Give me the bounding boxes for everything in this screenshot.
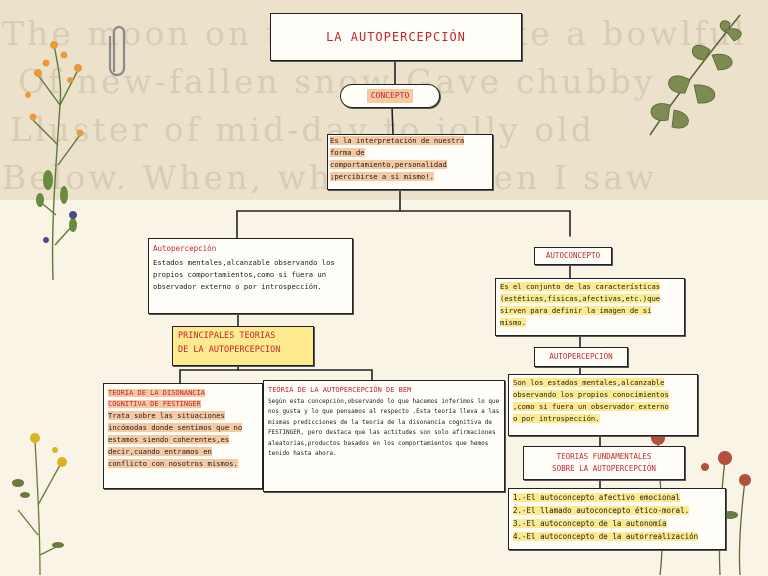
fundamentales-line: TEORIAS FUNDAMENTALES <box>556 452 652 461</box>
autopercepcion-right-line: Son los estados mentales,alcanzable <box>513 378 665 387</box>
bem-text: Según esta concepción,observando lo que … <box>268 397 500 458</box>
teorias-fundamentales-box: TEORIAS FUNDAMENTALES SOBRE LA AUTOPERCE… <box>523 446 685 480</box>
disonancia-line: Trata sobre las situaciones <box>108 411 225 420</box>
concepto-definition-box: Es la interpretación de nuestra forma de… <box>327 134 493 190</box>
bem-box: TEORIA DE LA AUTOPERCEPCIÓN DE BEM Según… <box>263 380 505 492</box>
autoconcepto-label-box: AUTOCONCEPTO <box>534 247 612 265</box>
autopercepcion-right-definition-box: Son los estados mentales,alcanzable obse… <box>508 374 698 436</box>
concepto-label: CONCEPTO <box>366 89 414 103</box>
autopercepcion-left-heading: Autopercepción <box>153 244 217 253</box>
disonancia-line: decir,cuando entramos en <box>108 447 212 456</box>
list-item: 2.-El llamado autoconcepto ético-moral. <box>513 506 690 515</box>
disonancia-line: estamos siendo coherentes,es <box>108 435 230 444</box>
principales-line: PRINCIPALES TEORIAS <box>178 331 276 341</box>
concepto-label-box: CONCEPTO <box>340 84 440 108</box>
title-text: LA AUTOPERCEPCIÓN <box>326 30 466 44</box>
background-text-line: Lluster of mid-day to jolly old <box>10 110 595 149</box>
disonancia-box: TEORIA DE LA DISONANCIA COGNITIVA DE FES… <box>103 383 263 489</box>
autoconcepto-definition-box: Es el conjunto de las características (e… <box>495 278 685 336</box>
autopercepcion-right-line: o por introspección. <box>513 414 600 423</box>
autoconcepto-line: mismo. <box>500 318 526 327</box>
autopercepcion-left-box: Autopercepción Estados mentales,alcanzab… <box>148 238 353 314</box>
bem-heading: TEORIA DE LA AUTOPERCEPCIÓN DE BEM <box>268 386 412 394</box>
list-item: 3.-El autoconcepto de la autonomía <box>513 519 667 528</box>
list-item: 1.-El autoconcepto afectivo emocional <box>513 493 681 502</box>
teorias-list-box: 1.-El autoconcepto afectivo emocional 2.… <box>508 488 726 550</box>
disonancia-line: incómodas donde sentimos que no <box>108 423 243 432</box>
disonancia-line: conflicto con nosotros mismos. <box>108 459 238 468</box>
principales-line: DE LA AUTOPERCEPCION <box>178 345 281 355</box>
autoconcepto-line: Es el conjunto de las características <box>500 282 661 291</box>
yellow-flower-icon <box>12 433 67 575</box>
disonancia-heading: COGNITIVA DE FESTINGER <box>108 400 201 408</box>
autoconcepto-line: sirven para definir la imagen de sí <box>500 306 652 315</box>
definition-line: comportamiento,personalidad <box>330 160 447 169</box>
list-item: 4.-El autoconcepto de la autorrealizació… <box>513 532 699 541</box>
page-title: LA AUTOPERCEPCIÓN <box>270 13 522 61</box>
principales-teorias-box: PRINCIPALES TEORIAS DE LA AUTOPERCEPCION <box>172 326 314 366</box>
autopercepcion-right-label-box: AUTOPERCEPCIÓN <box>534 347 628 367</box>
autoconcepto-label: AUTOCONCEPTO <box>545 251 601 260</box>
autopercepcion-right-line: ,como si fuera un observador externo <box>513 402 669 411</box>
autopercepcion-right-line: observando los propios conocimientos <box>513 390 669 399</box>
autoconcepto-line: (estéticas,físicas,afectivas,etc.)que <box>500 294 661 303</box>
definition-line: forma de <box>330 148 365 157</box>
autopercepcion-left-text: Estados mentales,alcanzable observando l… <box>153 258 335 291</box>
definition-line: ¡percibirse a sí mismo!. <box>330 172 434 181</box>
fundamentales-line: SOBRE LA AUTOPERCEPCIÓN <box>552 464 656 473</box>
disonancia-heading: TEORIA DE LA DISONANCIA <box>108 389 205 397</box>
definition-line: Es la interpretación de nuestra <box>330 136 465 145</box>
autopercepcion-right-label: AUTOPERCEPCIÓN <box>549 352 613 361</box>
